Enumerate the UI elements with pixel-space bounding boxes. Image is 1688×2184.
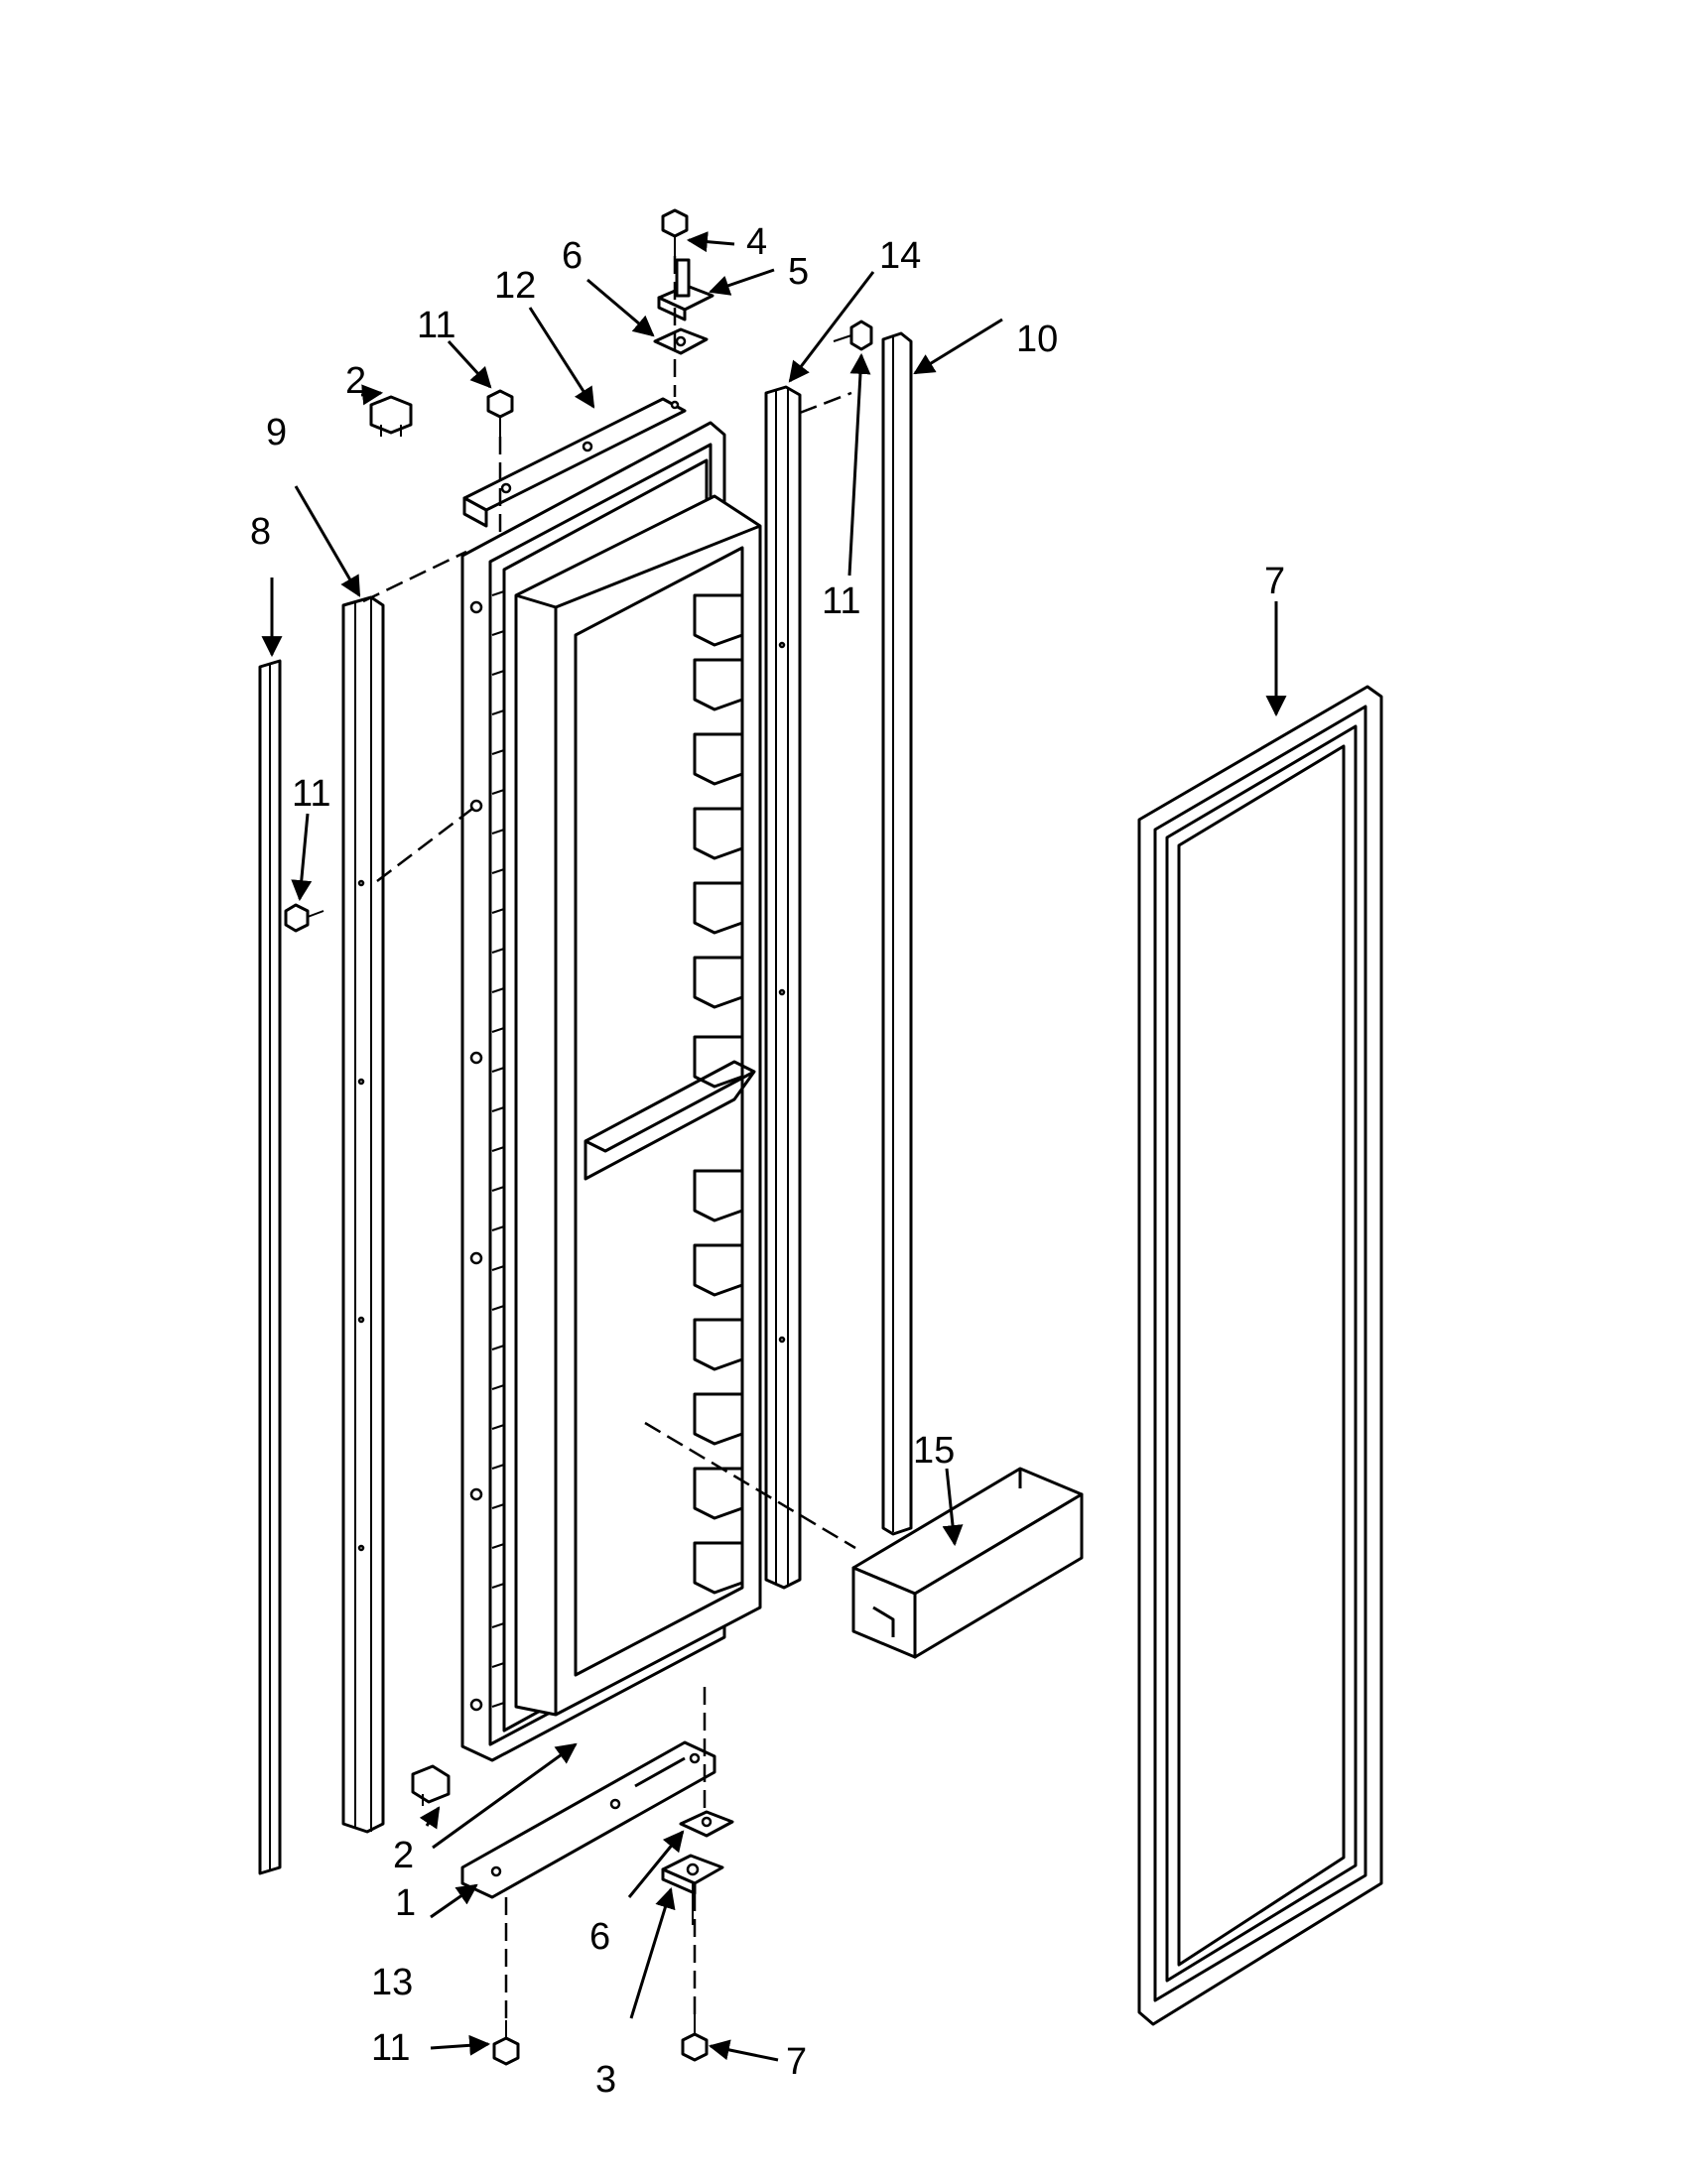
callout-7-gasket: 7	[1264, 561, 1285, 602]
callout-7-screw: 7	[786, 2041, 807, 2083]
callout-1: 1	[395, 1882, 416, 1924]
callout-6-top: 6	[562, 235, 583, 277]
hinge-shim-bottom	[679, 1810, 734, 1838]
screw-top-cap	[486, 389, 514, 437]
callout-8: 8	[250, 511, 271, 553]
door-clip-bottom	[411, 1764, 451, 1806]
callout-11-left: 11	[292, 773, 330, 815]
callout-11-top: 11	[417, 305, 455, 346]
screw-top-hinge	[661, 208, 689, 256]
leader-arrows	[261, 231, 1287, 2062]
door-top-cap	[462, 397, 687, 528]
callout-12: 12	[494, 265, 536, 307]
callout-13: 13	[371, 1962, 413, 2003]
callout-10: 10	[1016, 319, 1058, 360]
top-hinge-pin	[657, 258, 714, 321]
callout-14: 14	[879, 235, 921, 277]
door-bin	[851, 1467, 1084, 1659]
screw-bottom-plate	[492, 2020, 520, 2066]
door-channel-left	[341, 595, 385, 1834]
callout-6-bottom: 6	[589, 1916, 610, 1958]
hinge-shim-top	[653, 327, 709, 355]
callout-4: 4	[746, 221, 767, 263]
callout-2-bottom: 2	[393, 1835, 414, 1876]
callout-11-right: 11	[822, 580, 860, 622]
door-trim-left	[258, 659, 282, 1875]
callout-11-bottom: 11	[371, 2027, 410, 2069]
assembly-lines	[362, 256, 856, 2020]
callout-15: 15	[913, 1430, 955, 1472]
callout-5: 5	[788, 251, 809, 293]
door-trim-right	[881, 331, 913, 1536]
door-channel-right	[764, 385, 802, 1590]
door-bottom-plate	[460, 1740, 716, 1899]
callout-3: 3	[595, 2059, 616, 2101]
door-gasket	[1137, 685, 1383, 2026]
callout-labels: 8 9 2 11 12 6 4 5 14 10 11 11 7 15 2 1 1…	[250, 221, 1285, 2101]
callout-2-top: 2	[345, 360, 366, 402]
door-clip-top	[369, 395, 413, 437]
bottom-hinge	[661, 1854, 724, 1925]
screw-bottom-hinge	[681, 2014, 709, 2062]
screw-left-channel	[284, 903, 325, 933]
screw-right-channel	[833, 320, 873, 351]
door-liner-assembly	[460, 421, 762, 1762]
callout-9: 9	[266, 412, 287, 453]
